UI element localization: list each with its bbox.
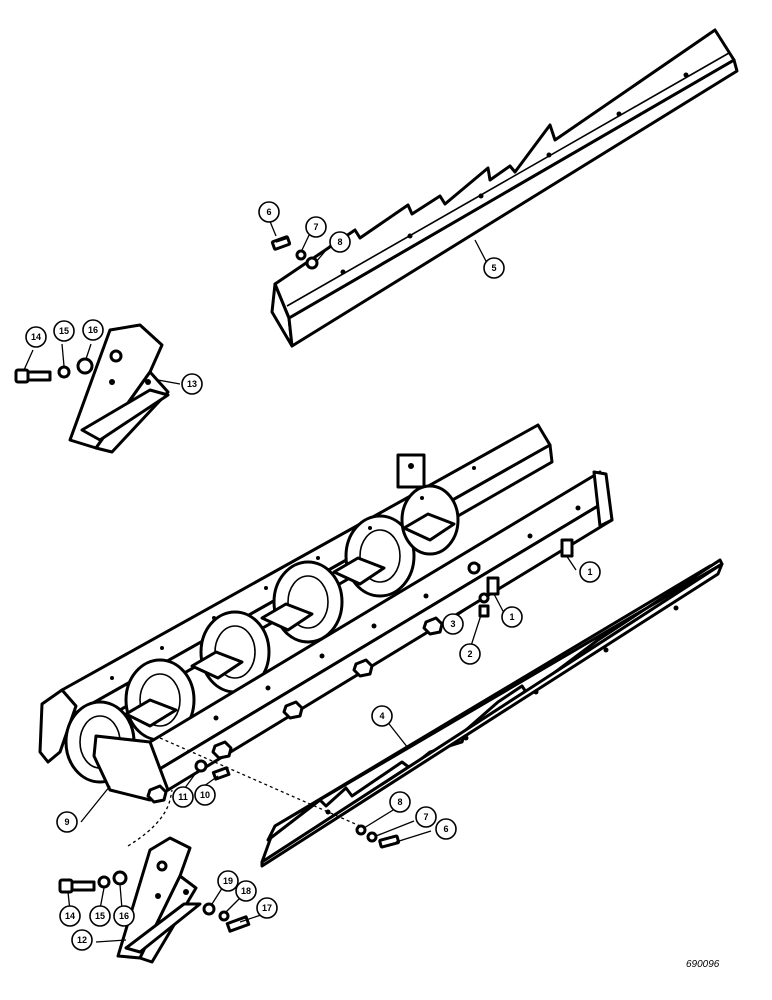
callout-18: 18 [235,880,257,902]
callout-2: 2 [459,643,481,665]
svg-text:8: 8 [337,237,342,247]
svg-text:3: 3 [450,619,455,629]
callout-16-upper: 16 [82,319,104,341]
svg-text:7: 7 [423,812,428,822]
svg-text:12: 12 [77,935,87,945]
callout-10: 10 [194,784,216,806]
lockwasher-7-upper [295,249,307,261]
washer-16-lower [112,870,128,886]
callout-14-upper: 14 [25,326,47,348]
catalog-number: 690096 [686,959,720,970]
callout-6-upper: 6 [258,201,280,223]
callout-6-lower: 6 [435,818,457,840]
svg-text:6: 6 [266,207,271,217]
callout-14-lower: 14 [59,905,81,927]
callout-1a: 1 [579,561,601,583]
washer-3 [478,592,490,604]
callout-15-upper: 15 [53,320,75,342]
scraper-12 [116,836,202,964]
guard-rail-lower [260,558,724,868]
scraper-13 [68,323,170,454]
svg-text:5: 5 [491,263,496,273]
bolt-17 [225,915,251,933]
roller-frame-assembly [38,423,614,804]
mounting-tab [396,453,426,489]
svg-text:9: 9 [64,817,69,827]
leader-lines [23,218,577,943]
svg-text:2: 2 [467,649,472,659]
svg-text:17: 17 [262,903,272,913]
callout-7-upper: 7 [305,216,327,238]
svg-text:18: 18 [241,886,251,896]
svg-text:6: 6 [443,824,448,834]
lockwasher-7-lower [366,831,378,843]
bracket-1-upper [560,538,574,558]
bolt-14-lower [58,878,96,894]
guard-rail-upper [270,28,739,348]
lockwasher-18 [218,910,230,922]
callout-5: 5 [483,257,505,279]
callout-7-lower: 7 [415,806,437,828]
lockwasher-15-upper [57,365,71,379]
svg-text:15: 15 [59,326,69,336]
svg-text:11: 11 [178,792,188,802]
callout-8-lower: 8 [389,791,411,813]
bolt-14-upper [14,368,52,384]
bolt-6-lower [378,834,401,849]
svg-text:7: 7 [313,222,318,232]
svg-text:16: 16 [119,911,129,921]
washer-11 [194,759,208,773]
callout-3: 3 [442,613,464,635]
washer-16-upper [76,357,94,375]
washer-19 [202,902,216,916]
callout-4: 4 [371,705,393,727]
svg-text:1: 1 [587,567,592,577]
lockwasher-15-lower [97,875,111,889]
callout-19: 19 [217,870,239,892]
svg-text:4: 4 [379,711,384,721]
callout-11: 11 [172,786,194,808]
svg-text:14: 14 [31,332,41,342]
callout-12: 12 [71,929,93,951]
callout-9: 9 [56,811,78,833]
bolt-2 [478,604,490,618]
svg-text:10: 10 [200,790,210,800]
callout-17: 17 [256,897,278,919]
washer-8-lower [355,824,367,836]
svg-text:14: 14 [65,911,75,921]
svg-text:15: 15 [95,911,105,921]
bracket-1-lower [486,576,500,596]
callout-8-upper: 8 [329,231,351,253]
callout-13: 13 [181,373,203,395]
bolt-6-upper [270,235,292,251]
svg-text:19: 19 [223,876,233,886]
callout-15-lower: 15 [89,905,111,927]
svg-text:13: 13 [187,379,197,389]
callout-1b: 1 [501,606,523,628]
svg-text:1: 1 [509,612,514,622]
washer-8-upper [305,256,319,270]
svg-text:16: 16 [88,325,98,335]
svg-text:8: 8 [397,797,402,807]
callout-16-lower: 16 [113,905,135,927]
